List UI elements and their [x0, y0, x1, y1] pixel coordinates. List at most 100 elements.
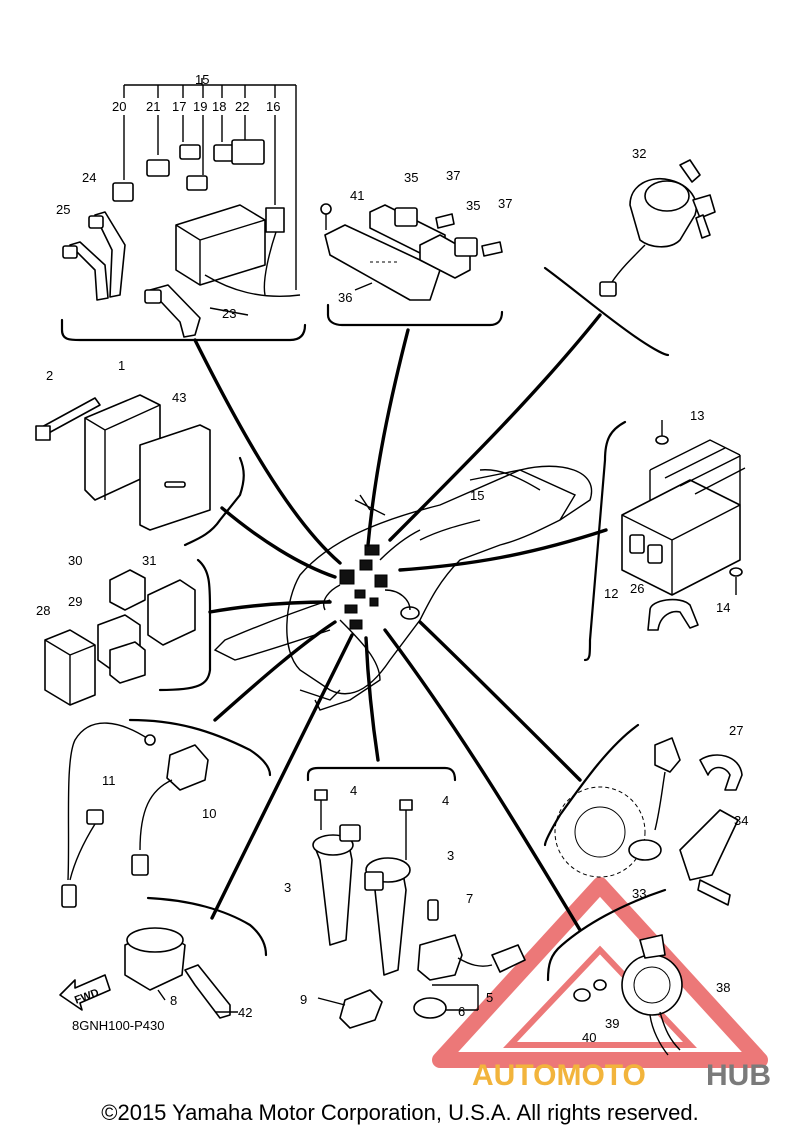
washer-39 — [593, 979, 607, 991]
fwd-arrow-icon — [59, 974, 111, 1011]
group-brackets — [60, 266, 670, 982]
label-40: 40 — [582, 1030, 596, 1045]
nut-40 — [573, 988, 591, 1002]
label-16: 16 — [266, 99, 280, 114]
label-37a: 37 — [446, 168, 460, 183]
diagram-code: 8GNH100-P430 — [72, 1018, 165, 1033]
ignition-group — [312, 789, 526, 1029]
ecu-group — [35, 394, 211, 531]
sensor-35a — [394, 207, 418, 227]
label-15b: 15 — [470, 488, 484, 503]
cable-tie-42 — [184, 964, 231, 1019]
label-10: 10 — [202, 806, 216, 821]
connector-27a — [654, 737, 681, 773]
bolt-41 — [320, 203, 332, 215]
label-24: 24 — [82, 170, 96, 185]
fuse-19 — [186, 175, 208, 191]
leader-lines — [193, 313, 608, 932]
fuse-box-group — [62, 78, 301, 338]
label-5: 5 — [486, 990, 493, 1005]
label-2: 2 — [46, 368, 53, 383]
watermark-part1: AUTOMOTO — [472, 1059, 646, 1092]
washer-14 — [729, 567, 743, 577]
label-27: 27 — [729, 723, 743, 738]
watermark-logo-triangle — [432, 877, 768, 1068]
plate-43 — [139, 424, 211, 531]
label-34: 34 — [734, 813, 748, 828]
label-18: 18 — [212, 99, 226, 114]
bolt-7 — [427, 899, 439, 921]
clamp-27 — [699, 754, 743, 791]
label-41: 41 — [350, 188, 364, 203]
label-7: 7 — [466, 891, 473, 906]
fuse-21 — [146, 159, 170, 177]
horn-38 — [621, 954, 683, 1016]
label-20: 20 — [112, 99, 126, 114]
bolt-4a — [314, 789, 328, 801]
pickup-group — [554, 737, 743, 906]
connector-16 — [265, 207, 285, 233]
relay-31 — [147, 579, 196, 646]
lead-11 — [67, 722, 151, 881]
label-15: 15 — [195, 72, 209, 87]
motorcycle-frame — [213, 465, 593, 711]
bracket-34 — [679, 809, 739, 881]
label-22: 22 — [235, 99, 249, 114]
label-11: 11 — [102, 773, 116, 788]
fuse-17 — [179, 144, 201, 160]
label-13: 13 — [690, 408, 704, 423]
label-33: 33 — [632, 886, 646, 901]
cable-tie-23 — [149, 284, 201, 338]
fuse-18 — [213, 144, 235, 162]
rectifier-12 — [621, 479, 741, 596]
washer-13 — [655, 435, 669, 445]
copyright-notice: ©2015 Yamaha Motor Corporation, U.S.A. A… — [101, 1100, 699, 1125]
bolt-37a — [435, 213, 455, 229]
relay-group — [44, 569, 196, 706]
label-38: 38 — [716, 980, 730, 995]
label-26: 26 — [630, 581, 644, 596]
label-4a: 4 — [350, 783, 357, 798]
label-1: 1 — [118, 358, 125, 373]
rectifier-group — [621, 420, 746, 631]
label-37b: 37 — [498, 196, 512, 211]
cable-tie-24 — [94, 211, 126, 298]
label-14: 14 — [716, 600, 730, 615]
pressure-sensor-group — [59, 927, 238, 1019]
fuse-20 — [112, 182, 134, 202]
label-28: 28 — [36, 603, 50, 618]
label-19: 19 — [193, 99, 207, 114]
label-35b: 35 — [466, 198, 480, 213]
relay-30 — [109, 569, 146, 611]
cable-tie-25 — [69, 241, 109, 301]
watermark-part2: HUB — [706, 1059, 771, 1092]
bracket-group — [320, 203, 503, 301]
label-36: 36 — [338, 290, 352, 305]
label-35a: 35 — [404, 170, 418, 185]
label-30: 30 — [68, 553, 82, 568]
label-29: 29 — [68, 594, 82, 609]
horn-group — [573, 934, 683, 1056]
label-43: 43 — [172, 390, 186, 405]
electrical-parts-diagram: 15 20 21 17 19 18 22 16 24 25 23 41 35 3… — [35, 72, 771, 1092]
label-12: 12 — [604, 586, 618, 601]
fuse-box-16 — [175, 204, 266, 286]
label-32: 32 — [632, 146, 646, 161]
label-3b: 3 — [447, 848, 454, 863]
bolt-37b — [481, 241, 503, 257]
label-42: 42 — [238, 1005, 252, 1020]
sensor-5 — [417, 934, 463, 981]
sensor-35b — [454, 237, 478, 257]
watermark-text: AUTOMOTO HUB — [472, 1059, 771, 1092]
relay-22 — [231, 139, 265, 165]
rotor-disc — [554, 786, 646, 878]
label-6: 6 — [458, 1004, 465, 1019]
label-25: 25 — [56, 202, 70, 217]
label-23: 23 — [222, 306, 236, 321]
label-8: 8 — [170, 993, 177, 1008]
band-26 — [647, 598, 699, 631]
sensor-10 — [166, 744, 209, 791]
main-switch-group — [599, 159, 716, 297]
sensor-lead-group — [61, 722, 209, 908]
